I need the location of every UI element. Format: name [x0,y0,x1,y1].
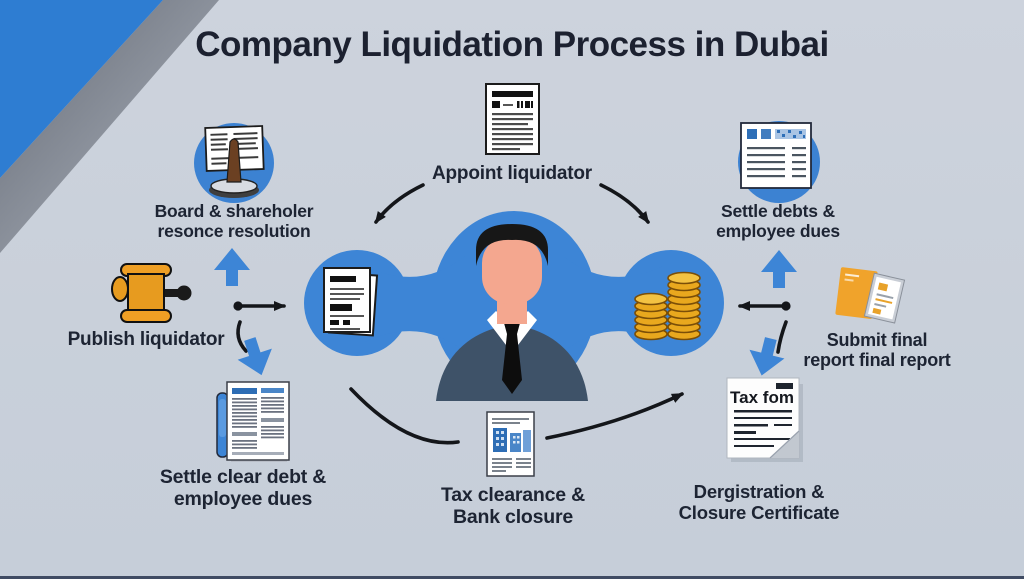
blue-arrow-down-right [749,337,785,376]
final-report-folder-icon [835,267,906,324]
blue-arrow-up-left [214,248,250,286]
tax-form-icon: Tax fom [726,377,803,462]
curve-right-down [776,320,788,354]
documents-icon [323,267,379,337]
appoint-document-icon [485,83,540,155]
page-title: Company Liquidation Process in Dubai [195,25,829,64]
label-publish-liquidator: Publish liquidator [67,329,225,350]
label-submit-final-report: Submit final report final report [803,330,951,371]
flow-arrows [233,183,791,445]
newspaper-icon [216,381,290,462]
businessman-avatar [436,224,588,401]
label-board-resolution: Board & shareholer resonce resolution [154,201,314,241]
label-settle-clear-debt: Settle clear debt & employee dues [159,466,327,511]
corner-decoration [0,0,219,253]
tax-form-title-text: Tax fom [730,388,794,407]
label-appoint-liquidator: Appoint liquidator [432,163,592,184]
board-gavel-icon [194,123,274,203]
blue-arrow-up-right [761,250,797,288]
bank-document-icon [486,411,535,477]
coins-icon [634,271,701,341]
label-settle-debts: Settle debts & employee dues [716,201,840,241]
blue-step-arrows [214,248,797,376]
label-tax-clearance: Tax clearance & Bank closure [440,484,586,529]
arc-blob-to-taxdoc [349,387,460,445]
label-deregistration: Dergistration & Closure Certificate [678,481,840,523]
arrow-appoint-to-right [599,183,650,224]
blue-arrow-down-left [237,337,272,376]
arrow-appoint-to-left [374,183,425,224]
bottom-edge-strip [0,576,1024,579]
gavel-icon [111,263,192,323]
curve-left-down [236,320,248,353]
settle-debts-document-icon [738,121,820,203]
arc-taxdoc-to-blob [545,392,684,440]
